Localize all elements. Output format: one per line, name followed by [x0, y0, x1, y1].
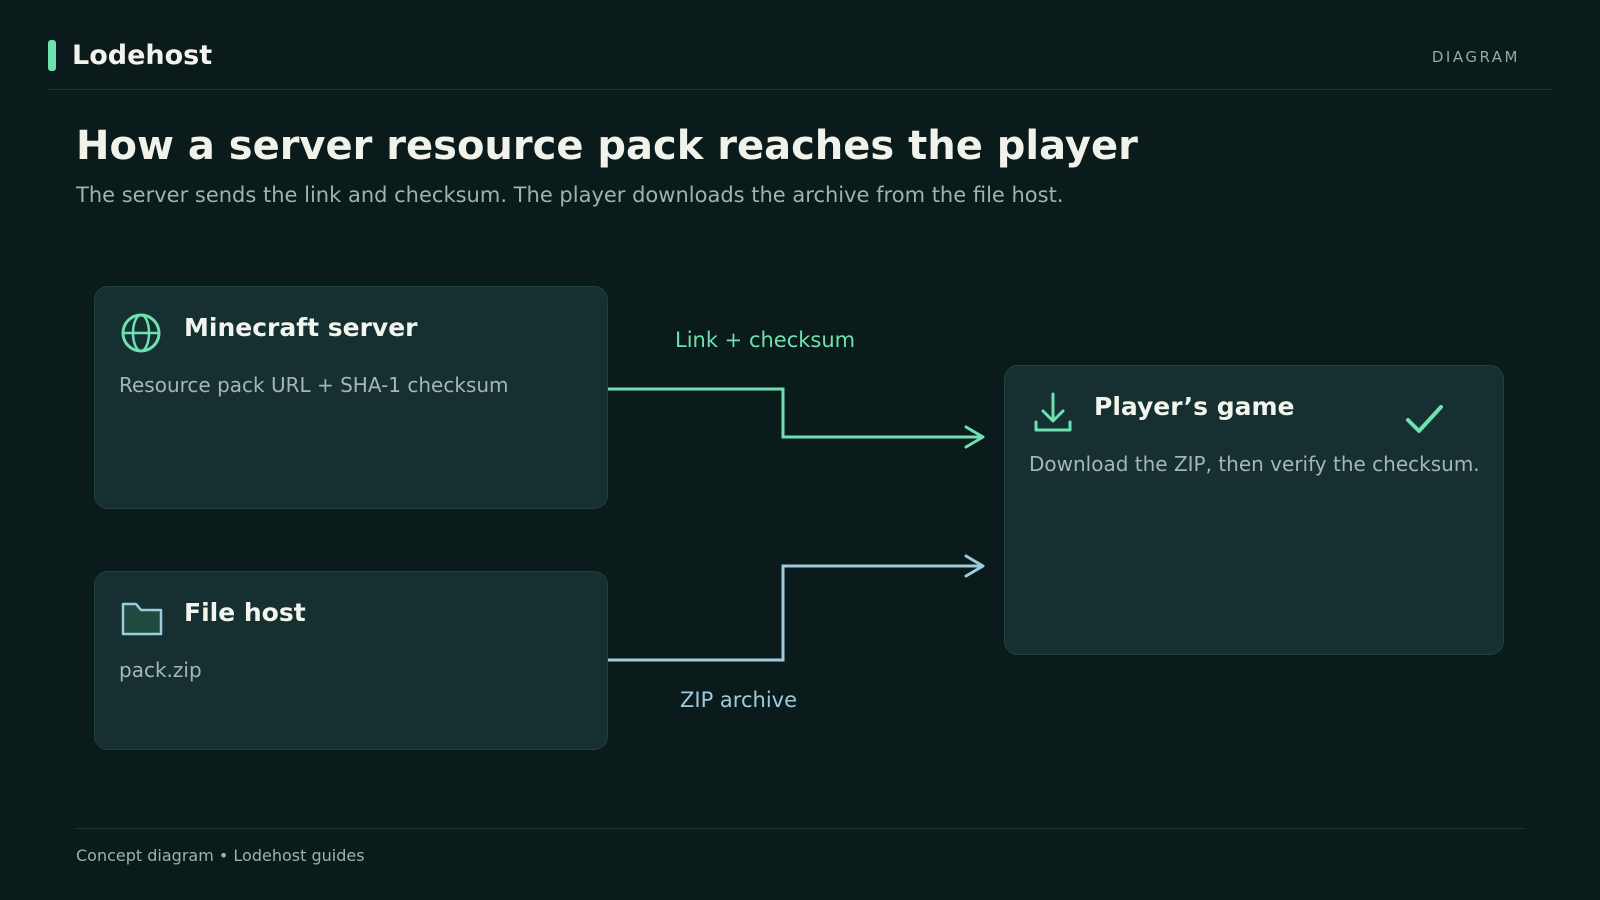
node-description: Resource pack URL + SHA-1 checksum [119, 373, 509, 397]
footer-caption: Concept diagram • Lodehost guides [76, 846, 365, 865]
arrowhead [964, 425, 985, 449]
node-description: pack.zip [119, 658, 202, 682]
brand-accent-bar [48, 40, 56, 71]
node-title: Player’s game [1094, 392, 1295, 421]
page-tag: DIAGRAM [1431, 48, 1520, 66]
arrowhead [964, 554, 985, 578]
edge-label-zip-archive: ZIP archive [680, 688, 797, 712]
page-subtitle: The server sends the link and checksum. … [76, 183, 1064, 207]
checkmark-icon [1406, 405, 1443, 433]
node-players-game: Player’s game Download the ZIP, then ver… [1004, 365, 1504, 655]
page-title: How a server resource pack reaches the p… [76, 123, 1138, 169]
connector-server-to-game [607, 387, 985, 449]
globe-icon [121, 313, 161, 353]
footer-divider [76, 828, 1524, 829]
header-divider [48, 89, 1552, 90]
edge-label-link-checksum: Link + checksum [675, 328, 856, 352]
connector-host-to-game [607, 554, 985, 662]
brand-name: Lodehost [72, 40, 213, 71]
node-file-host: File host pack.zip [94, 571, 608, 750]
node-description: Download the ZIP, then verify the checks… [1029, 452, 1480, 476]
node-title: File host [184, 598, 306, 627]
download-icon [1034, 392, 1072, 432]
node-minecraft-server: Minecraft server Resource pack URL + SHA… [94, 286, 608, 509]
folder-icon [121, 602, 163, 636]
node-title: Minecraft server [184, 313, 418, 342]
